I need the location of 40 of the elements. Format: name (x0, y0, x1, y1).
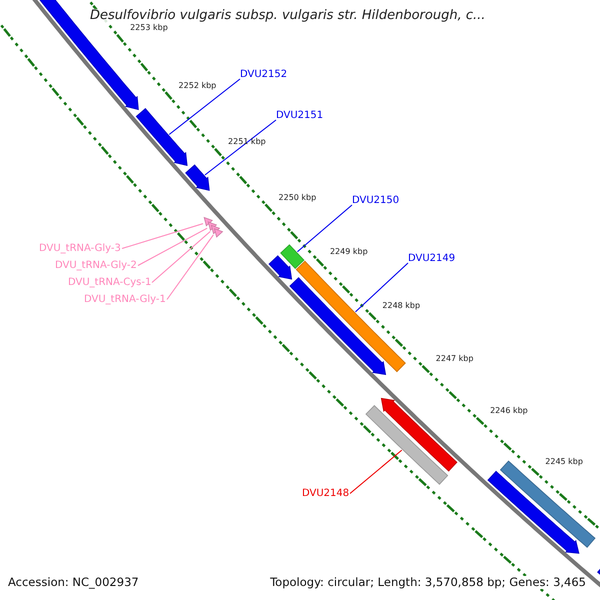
tick-label: 2245 kbp (545, 458, 583, 467)
gene-label: DVU2151 (276, 110, 324, 121)
footer-text: Topology: circular; Length: 3,570,858 bp; Genes: 3,465 (270, 576, 586, 589)
leader-line (166, 234, 214, 300)
gene-feature (487, 470, 580, 554)
tick-label: 2249 kbp (330, 248, 368, 258)
leader-line (296, 204, 352, 252)
trna-marker (204, 216, 214, 227)
gene-label: DVU2148 (302, 488, 350, 499)
leader-line (138, 228, 208, 266)
tick-label: 2252 kbp (178, 82, 216, 90)
gene-feature (280, 244, 304, 269)
gene-label: DVU_tRNA-Gly-2 (55, 260, 137, 271)
leader-line (152, 231, 211, 283)
gene-feature (365, 404, 448, 485)
tick-label: 2248 kbp (382, 302, 420, 312)
tick-label: 2246 kbp (490, 406, 528, 416)
gene-feature (380, 398, 458, 472)
gene-label: DVU2152 (240, 69, 288, 80)
gene-label: DVU2150 (352, 195, 400, 206)
tick-label: 2250 kbp (278, 194, 316, 203)
leader-line (354, 262, 408, 312)
gene-label: DVU_tRNA-Gly-1 (84, 294, 166, 305)
gene-label: DVU_tRNA-Cys-1 (68, 277, 152, 288)
tick-label: 2247 kbp (436, 355, 474, 364)
leader-line (122, 223, 204, 249)
leader-line (204, 120, 276, 176)
gene-feature (296, 260, 406, 372)
title: Desulfovibrio vulgaris subsp. vulgaris str. Hildenborough, c... (90, 9, 486, 24)
gene-feature (268, 255, 292, 280)
leader-line (168, 78, 240, 135)
gene-label: DVU2149 (408, 253, 456, 264)
trna-marker (214, 228, 224, 238)
gene-feature (136, 108, 188, 166)
gene-label: DVU_tRNA-Gly-3 (39, 243, 121, 254)
tick-label: 2251 kbp (228, 138, 266, 147)
tick-label: 2253 kbp (130, 24, 168, 34)
footer-text: Accession: NC_002937 (8, 576, 139, 589)
leader-line (350, 450, 402, 494)
gene-feature (185, 164, 210, 191)
